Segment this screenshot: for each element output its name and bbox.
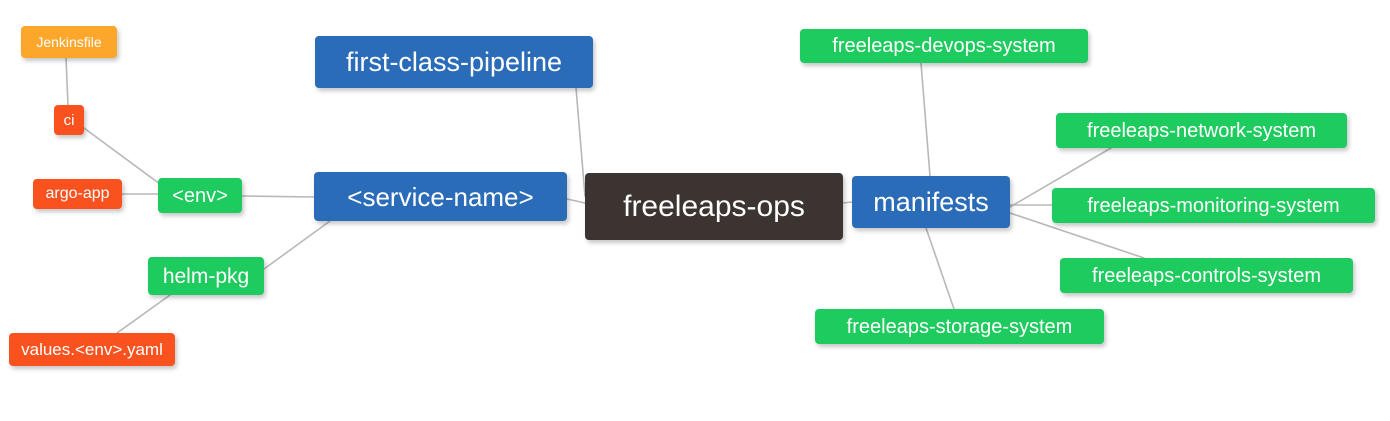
edge-freeleaps-ops-to-service-name (566, 198, 586, 204)
mindmap-node-manifests[interactable]: manifests (852, 176, 1010, 228)
mindmap-node-freeleaps-network-system[interactable]: freeleaps-network-system (1056, 113, 1347, 148)
mindmap-node-freeleaps-devops-system[interactable]: freeleaps-devops-system (800, 29, 1088, 63)
edge-manifests-to-freeleaps-storage-system (925, 227, 955, 310)
edge-ci-to-jenkinsfile (65, 57, 69, 106)
edge-helm-pkg-to-values-env-yaml (116, 294, 171, 334)
mindmap-node-label: Jenkinsfile (36, 34, 102, 50)
mindmap-node-label: freeleaps-network-system (1087, 119, 1316, 142)
mindmap-node-service-name[interactable]: <service-name> (314, 172, 567, 221)
mindmap-node-argo-app[interactable]: argo-app (33, 179, 122, 209)
mindmap-node-helm-pkg[interactable]: helm-pkg (148, 257, 264, 295)
edge-manifests-to-freeleaps-devops-system (920, 62, 931, 177)
edge-freeleaps-ops-to-first-class-pipeline (575, 87, 586, 197)
mindmap-node-label: <service-name> (347, 181, 534, 212)
mindmap-node-freeleaps-storage-system[interactable]: freeleaps-storage-system (815, 309, 1104, 344)
mindmap-node-label: freeleaps-controls-system (1092, 264, 1321, 287)
mindmap-node-ci[interactable]: ci (54, 105, 84, 135)
mindmap-node-label: freeleaps-devops-system (832, 35, 1056, 57)
edge-service-name-to-helm-pkg (263, 220, 331, 270)
mindmap-node-label: helm-pkg (162, 264, 250, 288)
mindmap-node-label: manifests (873, 186, 989, 217)
mindmap-node-freeleaps-monitoring-system[interactable]: freeleaps-monitoring-system (1052, 188, 1375, 223)
mindmap-node-values-env-yaml[interactable]: values.<env>.yaml (9, 333, 175, 366)
mindmap-node-label: freeleaps-storage-system (846, 315, 1073, 338)
edge-freeleaps-ops-to-manifests (842, 201, 853, 204)
mindmap-node-label: values.<env>.yaml (21, 340, 163, 359)
mindmap-node-freeleaps-controls-system[interactable]: freeleaps-controls-system (1060, 258, 1353, 293)
mindmap-node-freeleaps-ops[interactable]: freeleaps-ops (585, 173, 843, 240)
mindmap-node-label: ci (63, 111, 75, 129)
mindmap-node-env[interactable]: <env> (158, 178, 242, 213)
mindmap-node-first-class-pipeline[interactable]: first-class-pipeline (315, 36, 593, 88)
mindmap-node-label: argo-app (45, 185, 110, 202)
mindmap-node-jenkinsfile[interactable]: Jenkinsfile (21, 26, 117, 58)
mindmap-node-label: <env> (172, 184, 228, 207)
mindmap-node-label: freeleaps-monitoring-system (1087, 194, 1340, 217)
mindmap-node-label: freeleaps-ops (623, 189, 805, 223)
edge-service-name-to-env (241, 195, 315, 198)
mindmap-node-label: first-class-pipeline (345, 46, 563, 77)
